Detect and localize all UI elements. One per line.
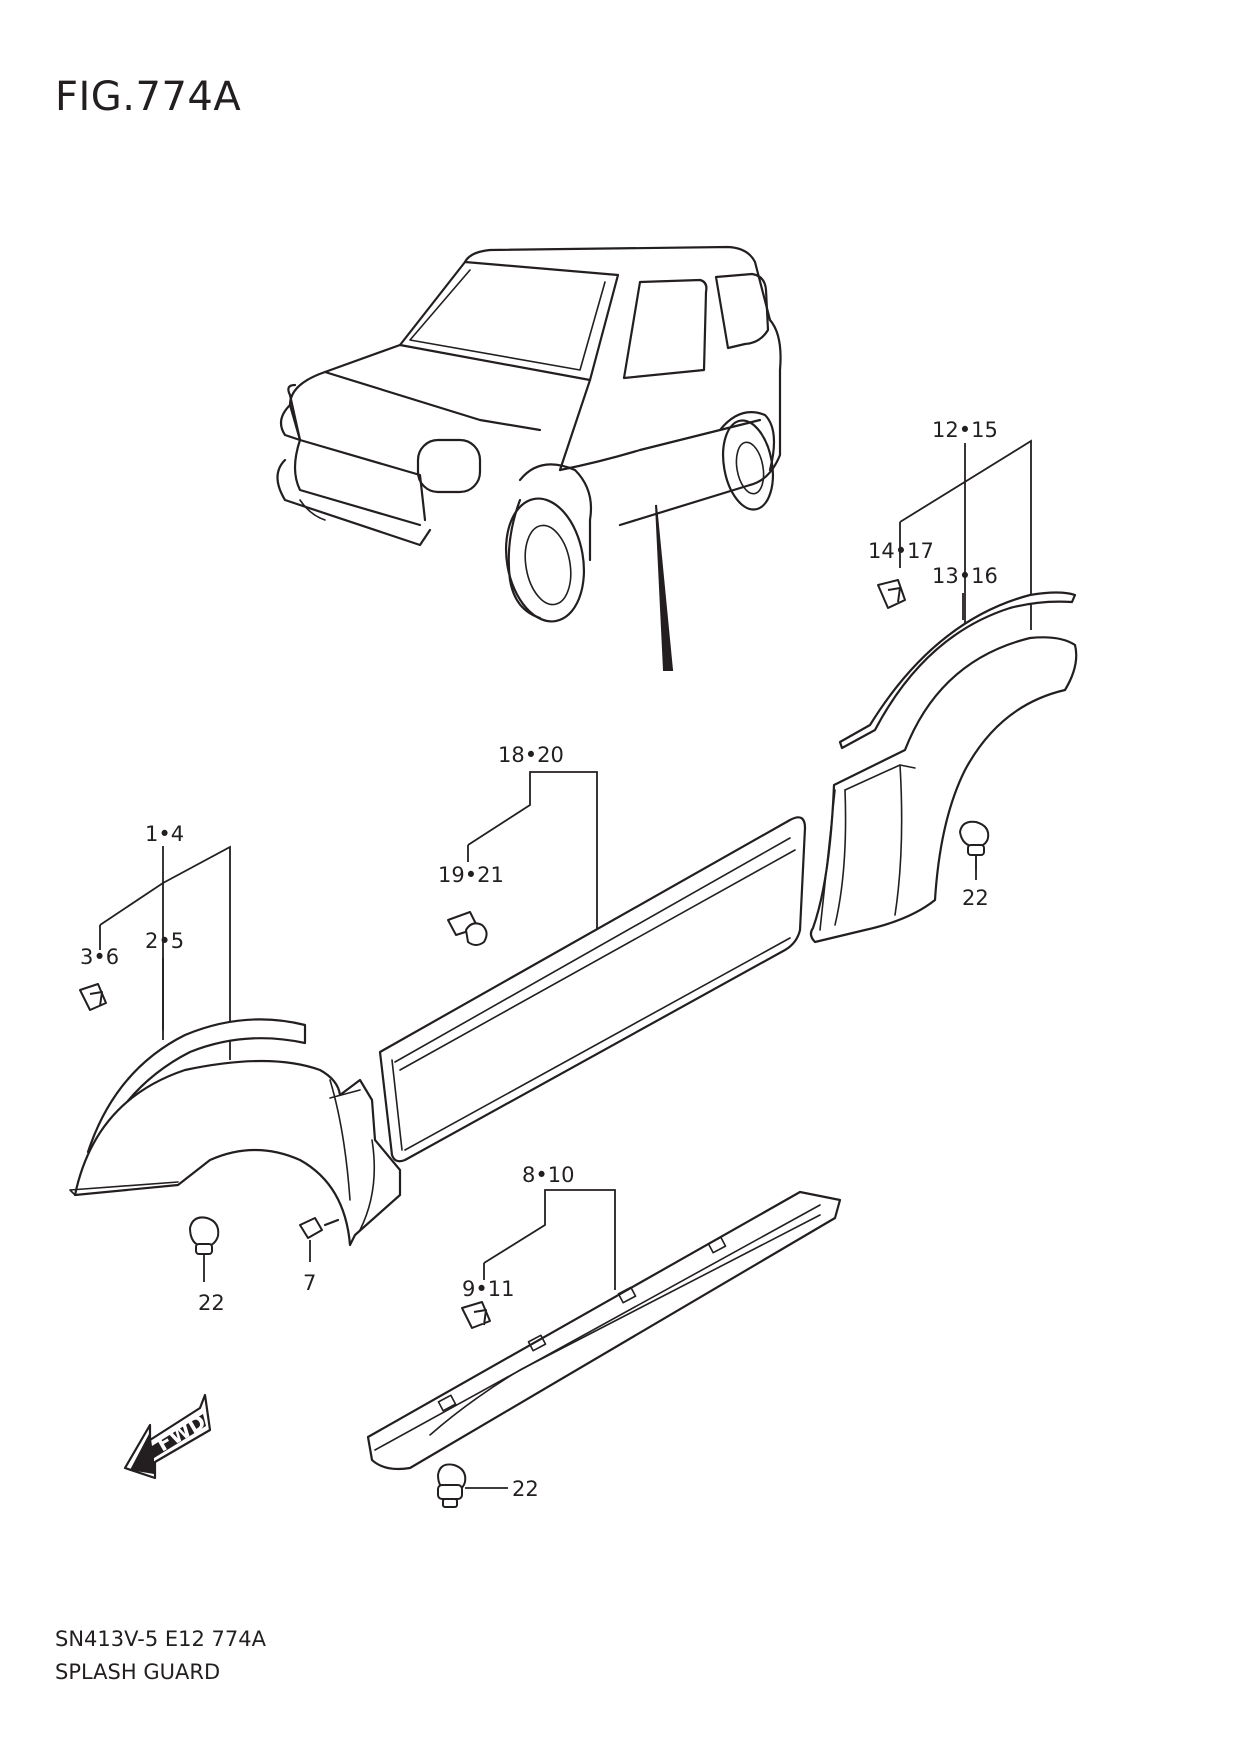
callout-7: 7: [303, 1271, 316, 1295]
fastener-screw: [299, 1217, 340, 1239]
fwd-label: FWD: [153, 1409, 210, 1456]
callout-22-front: 22: [198, 1291, 225, 1315]
fastener-push-clip: [189, 1216, 220, 1255]
figure-code: SN413V-5 E12 774A: [55, 1627, 266, 1651]
door-molding-group: 18•20 19•21: [378, 743, 807, 1163]
forward-direction-arrow: FWD: [123, 1393, 212, 1480]
side-sill-group: 8•10 9•11 22: [366, 1163, 842, 1508]
fastener-push-clip: [959, 820, 990, 871]
callout-8-10: 8•10: [522, 1163, 574, 1187]
callout-18-20: 18•20: [498, 743, 564, 767]
figure-title: FIG.774A: [55, 74, 242, 120]
callout-19-21: 19•21: [438, 863, 504, 887]
callout-13-16: 13•16: [932, 564, 998, 588]
fastener-push-clip: [437, 1463, 467, 1508]
rear-fender-group: 12•15 14•17 13•16 22: [809, 418, 1078, 944]
fastener-pin-clip: [447, 911, 488, 946]
callout-1-4: 1•4: [145, 822, 184, 846]
callout-22-rear: 22: [962, 886, 989, 910]
vehicle-illustration: [276, 245, 782, 671]
callout-14-17: 14•17: [868, 539, 934, 563]
callout-9-11: 9•11: [462, 1277, 514, 1301]
fastener-clip: [461, 1301, 491, 1329]
callout-12-15: 12•15: [932, 418, 998, 442]
fastener-clip: [79, 983, 107, 1011]
fastener-clip: [877, 579, 906, 609]
figure-name: SPLASH GUARD: [55, 1660, 221, 1684]
front-fender-group: 1•4 3•6 2•5 22 7: [69, 822, 402, 1315]
callout-2-5: 2•5: [145, 929, 184, 953]
callout-22-sill: 22: [512, 1477, 539, 1501]
